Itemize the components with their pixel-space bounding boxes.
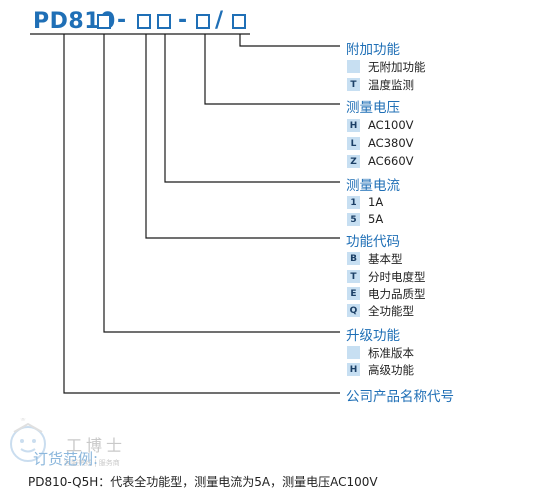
code-slot-extra bbox=[232, 14, 246, 29]
option-code: Z bbox=[347, 155, 360, 168]
code-slash: / bbox=[215, 8, 224, 33]
option-label: 标准版本 bbox=[368, 346, 414, 360]
option-label: AC100V bbox=[368, 118, 414, 132]
option-code: T bbox=[347, 78, 360, 91]
option-code: 1 bbox=[347, 196, 360, 209]
example-text: PD810-Q5H：代表全功能型，测量电流为5A，测量电压AC100V bbox=[28, 475, 378, 489]
code-dash-2: - bbox=[178, 8, 188, 33]
option-code: Q bbox=[347, 304, 360, 317]
option-code: H bbox=[347, 363, 360, 376]
watermark-sub: 客服热线 | 服务商 bbox=[64, 459, 120, 467]
option-label: 电力品质型 bbox=[368, 287, 426, 301]
option-label: 高级功能 bbox=[368, 363, 414, 377]
watermark-brand: 工博士 bbox=[66, 436, 127, 455]
option-code: B bbox=[347, 252, 360, 265]
code-slot-voltage bbox=[196, 14, 210, 29]
option-label: 温度监测 bbox=[368, 78, 414, 92]
example-label: 订货范例: bbox=[33, 450, 99, 468]
section-title-upgrade: 升级功能 bbox=[346, 328, 400, 344]
option-label: 基本型 bbox=[368, 252, 403, 266]
option-label: 无附加功能 bbox=[368, 60, 426, 74]
option-code: T bbox=[347, 270, 360, 283]
option-code: L bbox=[347, 137, 360, 150]
option-code: E bbox=[347, 287, 360, 300]
code-slot-function bbox=[137, 14, 151, 29]
code-slot-current bbox=[157, 14, 171, 29]
option-label: AC660V bbox=[368, 154, 414, 168]
option-code: 5 bbox=[347, 213, 360, 226]
option-label: AC380V bbox=[368, 136, 414, 150]
section-title-extra: 附加功能 bbox=[346, 42, 400, 58]
section-title-function: 功能代码 bbox=[346, 234, 400, 250]
option-code bbox=[347, 60, 360, 73]
section-title-current: 测量电流 bbox=[346, 178, 400, 194]
option-code bbox=[347, 346, 360, 359]
section-title-company-code: 公司产品名称代号 bbox=[346, 389, 454, 405]
option-label: 全功能型 bbox=[368, 304, 414, 318]
option-label: 分时电度型 bbox=[368, 270, 426, 284]
option-code: H bbox=[347, 119, 360, 132]
code-dash-1: - bbox=[117, 8, 127, 33]
code-slot-upgrade bbox=[97, 14, 111, 29]
option-label: 1A bbox=[368, 195, 384, 209]
option-label: 5A bbox=[368, 212, 384, 226]
section-title-voltage: 测量电压 bbox=[346, 100, 400, 116]
